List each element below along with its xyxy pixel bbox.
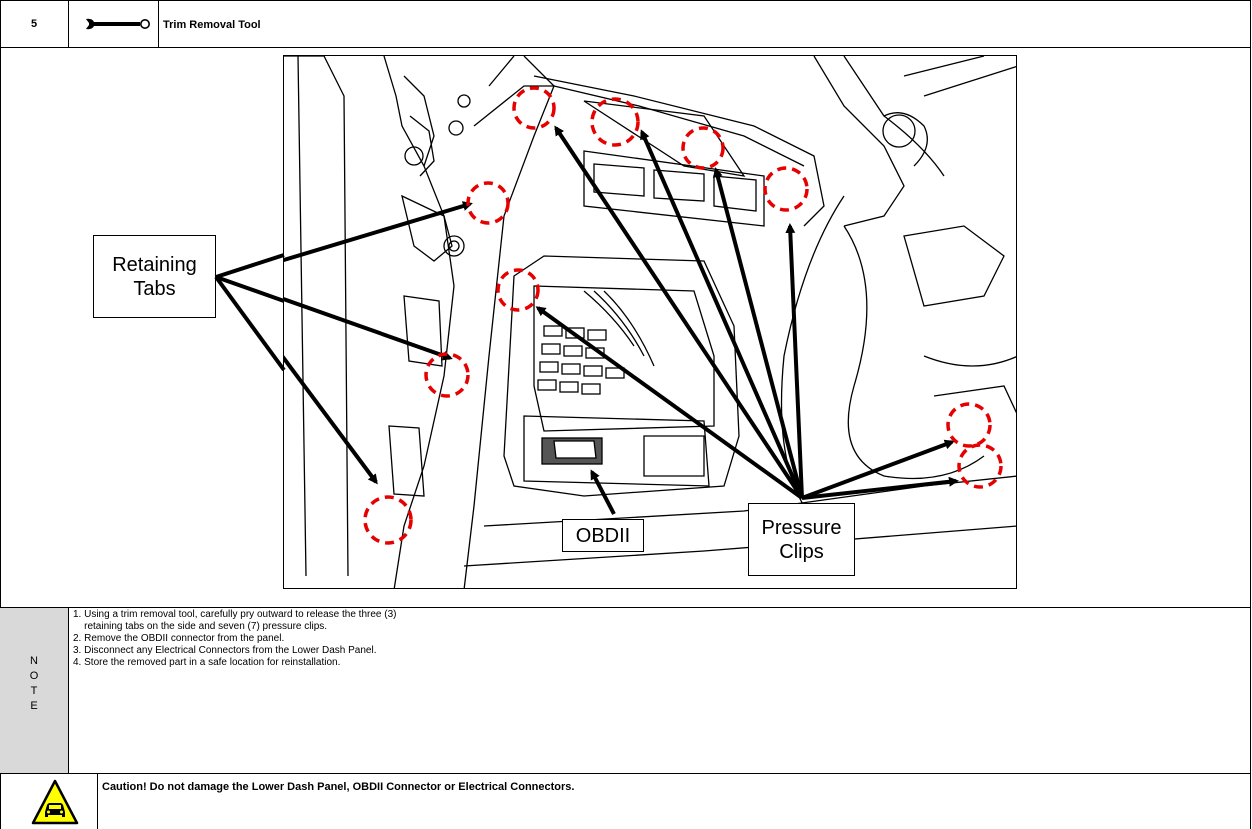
table-col-step xyxy=(68,0,69,48)
table-col-note xyxy=(68,607,69,774)
illustration-lines xyxy=(284,56,1016,588)
note-side-panel xyxy=(0,608,68,773)
caution-text: Caution! Do not damage the Lower Dash Pa… xyxy=(102,781,575,793)
note-item: 4. Store the removed part in a safe loca… xyxy=(73,657,341,668)
retaining-tabs-label: Retaining Tabs xyxy=(93,235,216,318)
note-side-label: N O T E xyxy=(0,654,68,714)
table-divider-figure xyxy=(0,607,1251,608)
note-letter: T xyxy=(30,685,38,697)
caution-car-icon xyxy=(31,779,79,825)
table-border-left xyxy=(0,0,1,829)
table-divider-note xyxy=(0,773,1251,774)
retaining-tabs-arrows xyxy=(214,253,286,372)
note-letter: O xyxy=(29,670,39,682)
table-col-tool xyxy=(158,0,159,48)
dash-panel-illustration: Retaining Tabs OBDII Pressure Clips xyxy=(283,55,1017,589)
note-item: 2. Remove the OBDII connector from the p… xyxy=(73,633,285,644)
note-letter: N xyxy=(30,655,38,667)
obdii-callout: OBDII xyxy=(562,519,644,552)
step-number: 5 xyxy=(30,17,38,30)
pressure-clips-callout: Pressure Clips xyxy=(748,503,855,576)
note-item: retaining tabs on the side and seven (7)… xyxy=(73,621,328,632)
note-item: 1. Using a trim removal tool, carefully … xyxy=(73,609,397,620)
wrench-icon xyxy=(86,18,150,30)
note-instructions: 1. Using a trim removal tool, carefully … xyxy=(73,609,396,669)
table-border-right xyxy=(1250,0,1251,829)
tool-label: Trim Removal Tool xyxy=(163,19,261,31)
table-col-caution xyxy=(97,773,98,829)
clip-marker xyxy=(512,86,556,130)
table-border-top xyxy=(0,0,1251,1)
note-letter: E xyxy=(30,700,38,712)
note-item: 3. Disconnect any Electrical Connectors … xyxy=(73,645,377,656)
table-divider-header xyxy=(0,47,1251,48)
